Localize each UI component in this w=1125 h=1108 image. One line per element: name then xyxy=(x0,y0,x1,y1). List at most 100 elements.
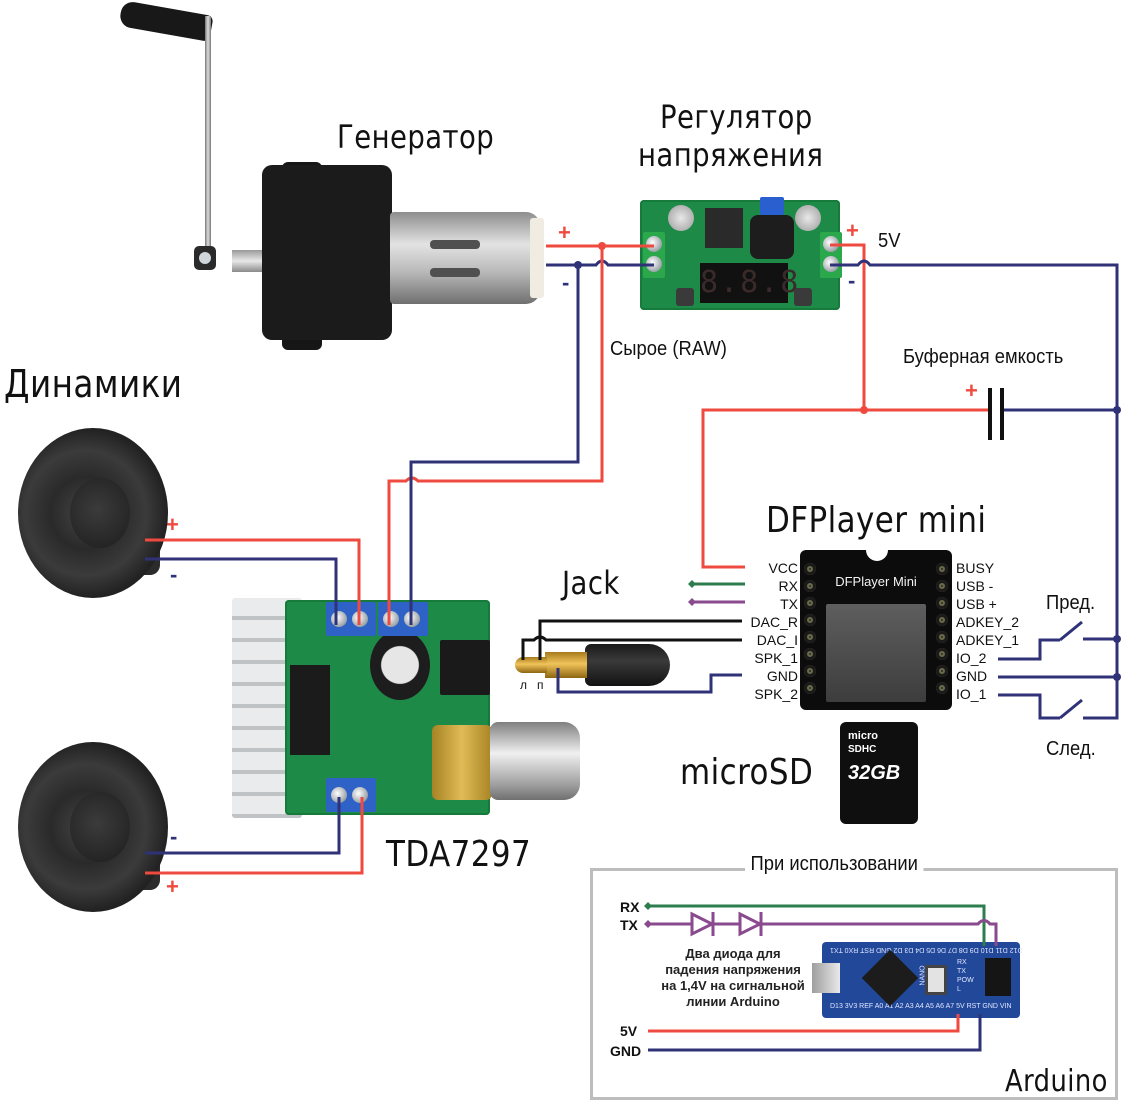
motor-vent xyxy=(430,240,480,249)
amplifier-title: TDA7297 xyxy=(386,834,532,875)
terminal-screw xyxy=(352,611,368,627)
pin-label: GND xyxy=(766,668,798,684)
terminal-screw xyxy=(383,611,399,627)
dfplayer-left-pin-labels: VCC RX TX DAC_R DAC_I SPK_1 GND SPK_2 xyxy=(730,559,798,703)
amplifier-capacitor xyxy=(370,630,430,700)
dfplayer-title: DFPlayer mini xyxy=(766,500,987,541)
nano-icsp-header xyxy=(985,958,1011,996)
microsd-card: micro SDHC 32GB xyxy=(840,722,918,824)
next-switch-lever xyxy=(1059,698,1083,720)
speaker-top-dustcap xyxy=(70,478,130,548)
volume-knob[interactable] xyxy=(490,722,580,800)
pin-label: IO_2 xyxy=(956,650,987,666)
jack-plug-body xyxy=(585,644,670,686)
junction-dot xyxy=(860,406,868,414)
terminal-screw xyxy=(823,236,839,252)
arduino-rx-label: RX xyxy=(620,899,640,915)
jack-plug-sleeve xyxy=(545,652,587,678)
capacitor-plus-sign: + xyxy=(965,378,978,403)
regulator-capacitor xyxy=(668,205,694,231)
pin-label: DAC_R xyxy=(750,614,798,630)
dfplayer-board-name: DFPlayer Mini xyxy=(835,574,917,589)
tda7297-chip xyxy=(290,665,330,755)
regulator-out-button[interactable] xyxy=(794,288,812,306)
dfplayer-right-pin-labels: BUSY USB - USB + ADKEY_2 ADKEY_1 IO_2 GN… xyxy=(956,559,1036,703)
generator-motor-can xyxy=(390,212,540,304)
diode-note: Два диода для падения напряжения на 1,4V… xyxy=(648,946,818,1010)
pin-label: RX xyxy=(778,578,798,594)
nano-led-label: POW xyxy=(957,977,974,984)
junction-dot xyxy=(598,242,606,250)
pin-label: GND xyxy=(956,668,988,684)
buffer-capacitor-label: Буферная емкость xyxy=(903,346,1064,368)
motor-endcap xyxy=(530,218,544,298)
regulator-title-line1: Регулятор xyxy=(660,98,813,136)
tx-terminal-marker xyxy=(688,598,696,606)
sd-brand: micro xyxy=(848,730,878,742)
wire-raw-negative xyxy=(409,265,580,625)
arduino-frame-title: При использовании xyxy=(745,853,924,876)
dfplayer-sd-slot xyxy=(826,604,926,702)
nano-led-labels: RX TX POW L xyxy=(957,958,974,994)
regulator-in-button[interactable] xyxy=(676,288,694,306)
output-5v-label: 5V xyxy=(878,230,901,252)
regulator-title-line2: напряжения xyxy=(638,136,824,174)
arduino-tx-label: TX xyxy=(620,917,638,933)
rx-terminal-marker xyxy=(688,580,696,588)
junction-dot xyxy=(1113,635,1121,643)
pin-label: BUSY xyxy=(956,560,995,576)
nano-bottom-pin-labels: D13 3V3 REF A0 A1 A2 A3 A4 A5 A6 A7 5V R… xyxy=(830,1003,1012,1010)
speaker-bottom-dustcap xyxy=(70,792,130,862)
raw-voltage-label: Сырое (RAW) xyxy=(610,338,727,360)
terminal-screw xyxy=(331,787,347,803)
capacitor-plate xyxy=(988,388,1004,440)
wire-generator-negative xyxy=(546,259,654,267)
jack-plug-tip xyxy=(515,657,547,673)
pin-label: USB - xyxy=(956,578,994,594)
terminal-screw xyxy=(331,611,347,627)
speaker-bottom-minus-sign: - xyxy=(170,824,178,849)
diode-note-line: Два диода для xyxy=(685,946,781,961)
pin-label: SPK_1 xyxy=(754,650,798,666)
generator-shaft xyxy=(232,250,270,272)
pin-label: TX xyxy=(780,596,798,612)
diode-note-line: на 1,4V на сигнальной xyxy=(661,978,805,993)
pin-label: IO_1 xyxy=(956,686,987,702)
dfplayer-left-pin-header xyxy=(804,560,818,699)
generator-plus-sign: + xyxy=(558,220,571,245)
pin-label: VCC xyxy=(768,560,798,576)
generator-minus-sign: - xyxy=(562,270,570,295)
wire-next-to-gnd xyxy=(1083,640,1119,720)
regulator-ic xyxy=(705,208,743,248)
regulator-out-minus-sign: - xyxy=(848,268,856,293)
generator-title: Генератор xyxy=(337,118,495,156)
jack-left-channel-label: л xyxy=(520,678,528,692)
regulator-inductor xyxy=(750,215,794,259)
pin-label: USB + xyxy=(956,596,997,612)
terminal-screw xyxy=(646,236,662,252)
nano-model-label: NANO xyxy=(919,965,927,986)
nano-led-label: TX xyxy=(957,968,966,975)
volume-potentiometer xyxy=(432,725,492,800)
speakers-title: Динамики xyxy=(4,362,183,406)
junction-dot xyxy=(1113,673,1121,681)
speaker-top-plus-sign: + xyxy=(166,512,179,537)
nano-top-pin-labels: D12 D11 D10 D9 D8 D7 D6 D5 D4 D3 D2 GND … xyxy=(830,946,1023,953)
junction-dot xyxy=(574,261,582,269)
prev-button-label: Пред. xyxy=(1046,592,1096,614)
amplifier-aux-jack xyxy=(440,640,490,695)
regulator-trimmer-pot[interactable] xyxy=(760,197,784,215)
pin-label: ADKEY_2 xyxy=(956,614,1020,630)
nano-led-label: L xyxy=(957,986,961,993)
nano-led-label: RX xyxy=(957,959,967,966)
junction-dot xyxy=(1113,406,1121,414)
diode-note-line: падения напряжения xyxy=(665,962,801,977)
diode-note-line: линии Arduino xyxy=(686,994,780,1009)
motor-vent xyxy=(430,268,480,277)
nano-reset-button[interactable] xyxy=(925,965,947,995)
arduino-5v-label: 5V xyxy=(620,1023,638,1039)
speaker-bottom-plus-sign: + xyxy=(166,874,179,899)
terminal-screw xyxy=(823,256,839,272)
terminal-screw xyxy=(646,256,662,272)
prev-switch-lever xyxy=(1059,620,1083,642)
